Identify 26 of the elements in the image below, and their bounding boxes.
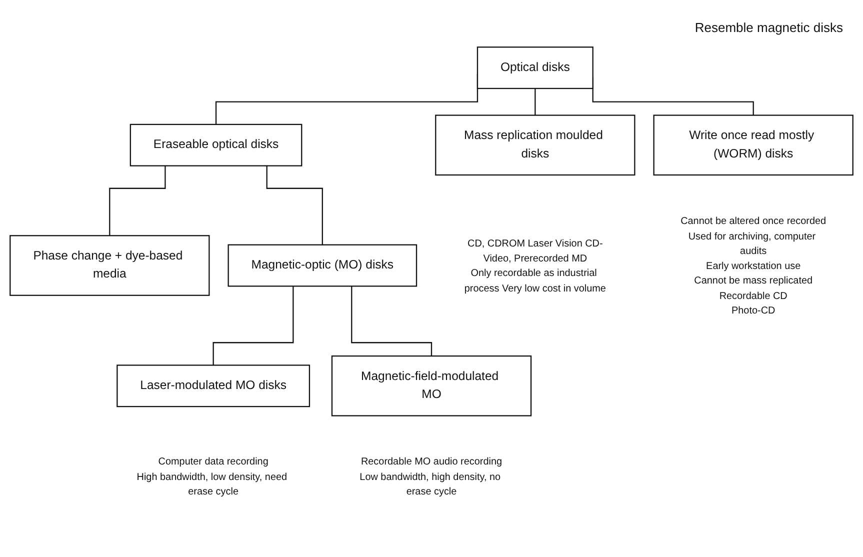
connector — [212, 286, 294, 366]
node-box: Magnetic-field-modulated MO — [331, 355, 532, 416]
node-label: Cannot be mass replicated — [694, 274, 813, 286]
connector — [109, 166, 166, 236]
node-box: Write once read mostly (WORM) disks — [653, 114, 854, 176]
node-box: Laser-modulated MO disks — [116, 364, 310, 407]
node-label: Recordable CD — [719, 289, 788, 301]
connector — [534, 88, 536, 116]
node-label: CD, CDROM Laser Vision CD-Video, Prerecorded MD — [468, 236, 603, 264]
node-box: Magnetic-optic (MO) disks — [228, 244, 418, 287]
node-label: Photo-CD — [731, 304, 776, 316]
node-box: Optical disks — [476, 46, 594, 89]
connector — [351, 286, 432, 356]
node-box: Eraseable optical disks — [130, 124, 302, 166]
node-label: Cannot be altered once recorded — [680, 214, 826, 226]
node-label: Recordable MO audio recording — [360, 455, 502, 467]
note-text: Resemble magnetic disks — [694, 20, 843, 35]
node-label: High bandwidth, low density, need erase cycle — [136, 470, 288, 497]
node-label: Computer data recording — [158, 455, 268, 467]
node-label: Used for archiving, computer audits — [688, 230, 816, 256]
node-label: Low bandwidth, high density, no erase cycle — [360, 470, 501, 497]
connector — [266, 166, 323, 246]
node-box: Mass replication moulded disks — [435, 114, 636, 176]
node-box: Phase change + dye-based media — [10, 234, 210, 296]
node-label: Only recordable as industrial process Very low cost in volume — [464, 266, 606, 294]
node-label: Early workstation use — [706, 259, 801, 271]
